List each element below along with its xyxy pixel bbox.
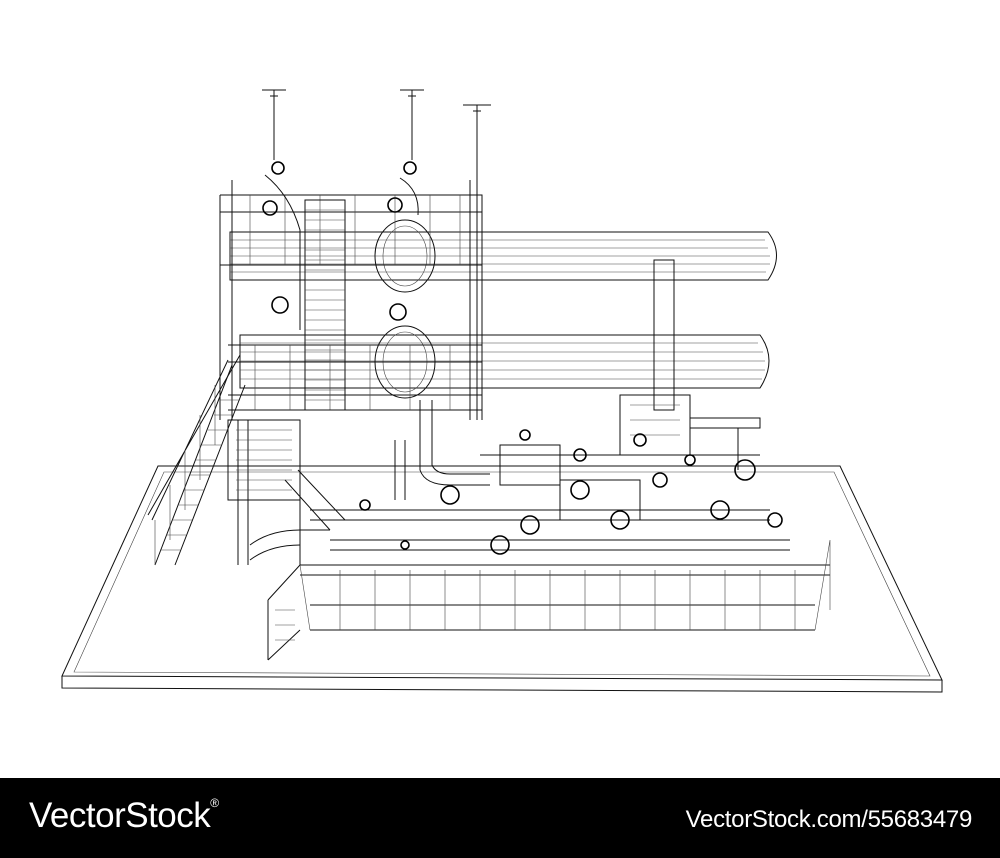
tower-frame [219,180,483,565]
ladder-column [304,199,346,411]
watermark-footer: VectorStock® VectorStock.com/55683479 [0,778,1000,858]
piping-manifold [249,400,790,561]
support-column [619,259,761,470]
base-platform [61,465,943,693]
staircase [147,354,246,566]
upper-tank [229,219,777,293]
image-id-label: VectorStock.com/55683479 [685,806,973,833]
brand-logo: VectorStock® [29,796,219,835]
vent-stacks [262,89,491,420]
illustration [61,89,943,693]
front-railing [267,539,831,661]
wireframe-drawing [61,89,943,693]
